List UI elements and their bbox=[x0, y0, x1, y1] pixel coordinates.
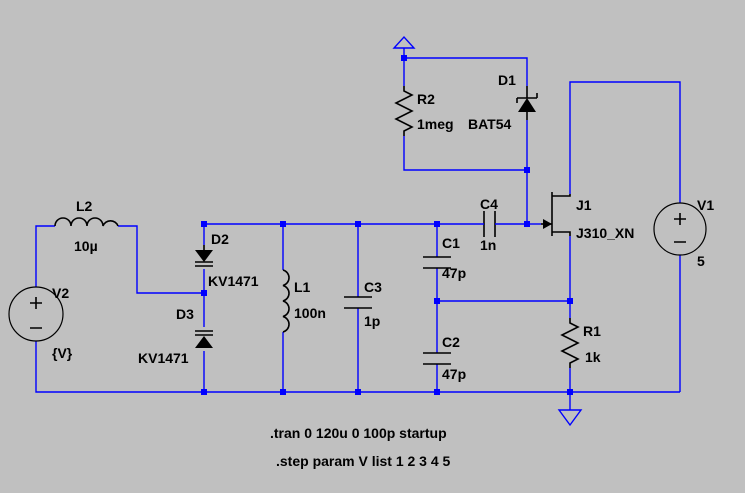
c4-capacitor[interactable] bbox=[475, 211, 504, 237]
r2-name: R2 bbox=[417, 91, 435, 107]
j1-name: J1 bbox=[576, 197, 592, 213]
d3-name: D3 bbox=[176, 306, 194, 322]
v1-name: V1 bbox=[697, 197, 714, 213]
d2-name: D2 bbox=[211, 231, 229, 247]
d2-varactor[interactable] bbox=[195, 245, 213, 267]
l2-name: L2 bbox=[76, 198, 93, 214]
c2-value: 47p bbox=[442, 366, 466, 382]
c1-name: C1 bbox=[442, 235, 460, 251]
r2-value: 1meg bbox=[417, 116, 454, 132]
d3-value: KV1471 bbox=[138, 350, 189, 366]
r1-name: R1 bbox=[583, 323, 601, 339]
c3-capacitor[interactable] bbox=[344, 296, 372, 309]
v1-source[interactable] bbox=[653, 202, 707, 256]
step-directive[interactable]: .step param V list 1 2 3 4 5 bbox=[276, 453, 451, 469]
l2-value: 10µ bbox=[74, 238, 98, 254]
j1-value: J310_XN bbox=[576, 225, 634, 241]
tran-directive[interactable]: .tran 0 120u 0 100p startup bbox=[270, 425, 447, 441]
c4-value: 1n bbox=[480, 237, 496, 253]
l1-value: 100n bbox=[294, 305, 326, 321]
d1-schottky-diode[interactable] bbox=[516, 86, 538, 120]
v2-source[interactable] bbox=[8, 286, 64, 342]
c4-name: C4 bbox=[480, 196, 498, 212]
c2-name: C2 bbox=[442, 334, 460, 350]
c3-value: 1p bbox=[364, 313, 380, 329]
c1-value: 47p bbox=[442, 265, 466, 281]
d1-value: BAT54 bbox=[468, 116, 512, 132]
d3-varactor[interactable] bbox=[195, 330, 213, 348]
j1-jfet[interactable] bbox=[541, 192, 571, 236]
l2-inductor[interactable] bbox=[54, 217, 119, 227]
d1-name: D1 bbox=[498, 72, 516, 88]
c2-capacitor[interactable] bbox=[423, 352, 451, 365]
d2-value: KV1471 bbox=[208, 273, 259, 289]
c3-name: C3 bbox=[364, 279, 382, 295]
supply-flag[interactable] bbox=[392, 35, 416, 58]
v1-value: 5 bbox=[697, 253, 705, 269]
r1-value: 1k bbox=[585, 349, 601, 365]
ground-symbol[interactable] bbox=[557, 409, 583, 427]
wires bbox=[35, 57, 681, 410]
c1-capacitor[interactable] bbox=[423, 256, 451, 269]
r1-resistor[interactable] bbox=[560, 318, 580, 368]
junctions bbox=[201, 55, 573, 395]
l1-inductor[interactable] bbox=[282, 269, 290, 333]
r2-resistor[interactable] bbox=[394, 86, 414, 136]
l1-name: L1 bbox=[294, 279, 311, 295]
v2-value: {V} bbox=[52, 345, 73, 361]
v2-name: V2 bbox=[52, 285, 69, 301]
